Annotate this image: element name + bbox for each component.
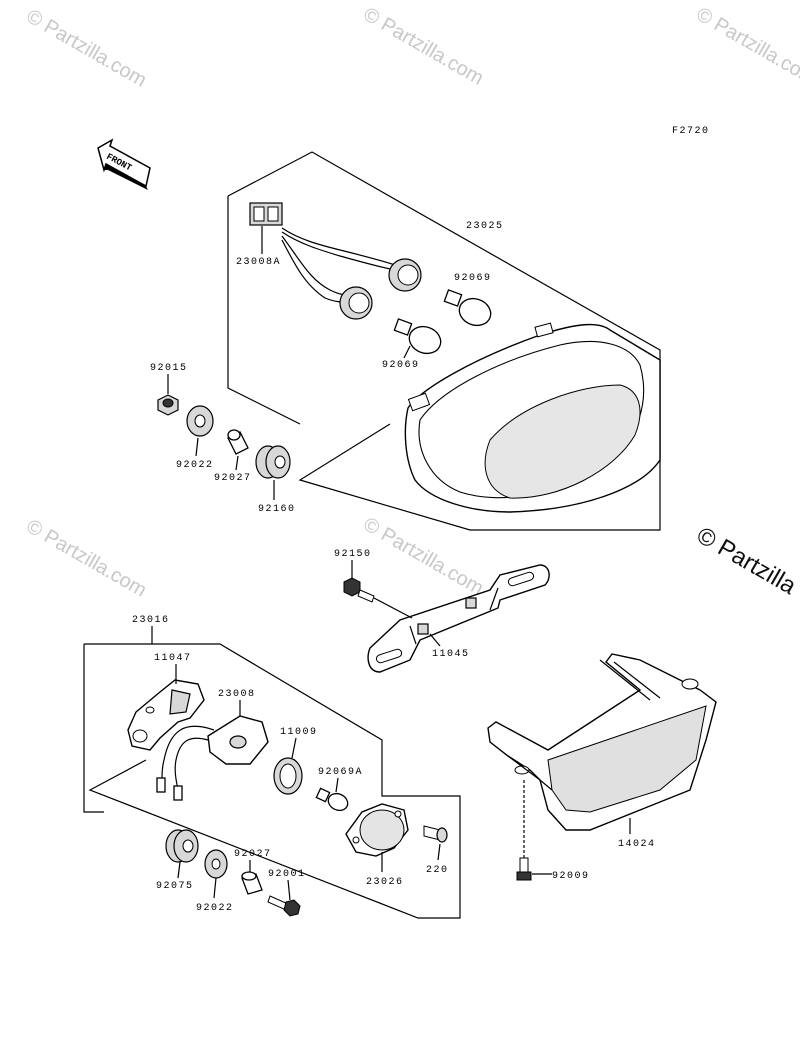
label-92069-top: 92069: [454, 273, 492, 284]
label-92075: 92075: [156, 881, 194, 892]
socket-23008: [157, 716, 268, 800]
leader-11009: [292, 738, 296, 758]
label-92022-bottom: 92022: [196, 903, 234, 914]
label-23025: 23025: [466, 221, 504, 232]
label-23008a: 23008A: [236, 257, 281, 268]
leader-220: [438, 844, 440, 860]
leader-92022-bottom: [214, 878, 216, 898]
watermark-3: © Partzilla.com: [693, 3, 800, 89]
washer-92022-top: [187, 406, 213, 436]
label-14024: 14024: [618, 839, 656, 850]
watermark-large: © Partzilla: [692, 522, 800, 601]
label-92022-top: 92022: [176, 460, 214, 471]
tail-light-assembly-group: 23008A 23025 92069 92069 92015: [150, 152, 660, 530]
group-outline-23016-left: [84, 644, 104, 812]
watermark-1: © Partzilla.com: [23, 5, 151, 91]
label-92009: 92009: [552, 871, 590, 882]
watermark-2: © Partzilla.com: [360, 3, 488, 89]
label-11047: 11047: [154, 653, 192, 664]
rear-fender-14024: [488, 654, 716, 830]
group-outline-left: [228, 196, 300, 424]
label-23026: 23026: [366, 877, 404, 888]
bolt-92009: [517, 780, 531, 880]
watermark-4: © Partzilla.com: [23, 515, 151, 601]
collar-92027-bottom: [242, 872, 262, 894]
bulb-92069a: [316, 788, 350, 813]
leader-11045: [430, 634, 440, 646]
label-23016: 23016: [132, 615, 170, 626]
bulb-92069-bottom: [394, 319, 444, 358]
collar-92027-top: [228, 430, 248, 454]
leader-92022-top: [196, 438, 198, 456]
figure-code: F2720: [672, 126, 710, 137]
gasket-11009: [274, 758, 302, 794]
grommet-92075: [166, 830, 198, 862]
label-92150: 92150: [334, 549, 372, 560]
label-92027-bottom: 92027: [234, 849, 272, 860]
label-11009: 11009: [280, 727, 318, 738]
leader-92001: [288, 880, 290, 900]
screw-220: [424, 826, 447, 842]
grommet-92160: [256, 446, 290, 478]
label-92001: 92001: [268, 869, 306, 880]
label-92069a: 92069A: [318, 767, 363, 778]
bolt-92001: [268, 896, 300, 916]
leader-92075: [178, 862, 180, 878]
label-220: 220: [426, 865, 449, 876]
watermark-5: © Partzilla.com: [360, 513, 488, 599]
bolt-92150: [344, 578, 412, 618]
bracket-11047: [128, 680, 204, 750]
label-92069-bottom: 92069: [382, 360, 420, 371]
label-92027-top: 92027: [214, 473, 252, 484]
nut-92015: [158, 395, 178, 415]
lens-23026: [346, 804, 408, 856]
leader-92027-top: [236, 456, 238, 470]
front-arrow-icon: FRONT: [98, 140, 150, 190]
label-92160: 92160: [258, 504, 296, 515]
leader-92069a: [336, 778, 338, 792]
tail-light-lens: [405, 323, 660, 512]
label-23008: 23008: [218, 689, 256, 700]
label-11045: 11045: [432, 649, 470, 660]
watermarks: © Partzilla.com © Partzilla.com © Partzi…: [23, 3, 800, 601]
bulb-92069-top: [444, 290, 494, 330]
label-92015: 92015: [150, 363, 188, 374]
leader-92069-bottom: [404, 346, 410, 358]
washer-92022-bottom: [205, 850, 227, 878]
